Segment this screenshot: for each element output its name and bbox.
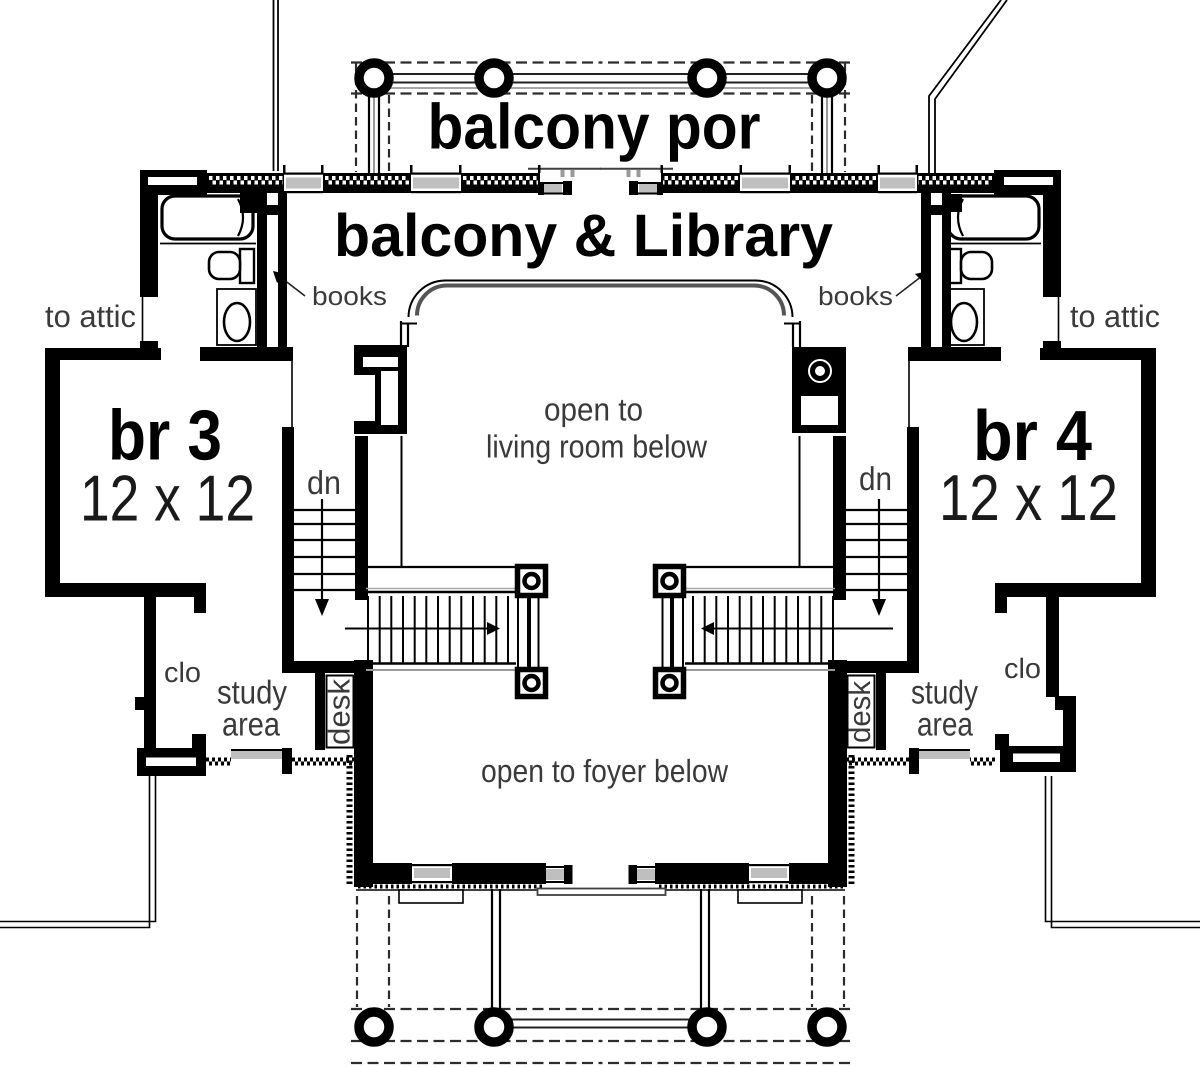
svg-text:12 x 12: 12 x 12 — [80, 462, 255, 535]
svg-text:area: area — [222, 706, 281, 743]
svg-text:desk: desk — [844, 680, 877, 743]
svg-text:open to foyer below: open to foyer below — [481, 753, 729, 789]
svg-text:books: books — [312, 281, 387, 311]
svg-text:dn: dn — [307, 464, 341, 501]
svg-text:clo: clo — [1004, 653, 1041, 684]
svg-text:open to: open to — [544, 392, 643, 428]
svg-text:area: area — [917, 706, 974, 743]
svg-text:12 x 12: 12 x 12 — [939, 461, 1118, 534]
svg-text:living room below: living room below — [486, 429, 708, 465]
svg-text:balcony & Library: balcony & Library — [334, 202, 834, 269]
svg-text:to attic: to attic — [45, 299, 136, 334]
svg-text:to attic: to attic — [1070, 299, 1160, 334]
svg-text:desk: desk — [324, 678, 357, 745]
svg-text:study: study — [911, 674, 978, 711]
svg-text:clo: clo — [164, 657, 201, 688]
svg-text:br 4: br 4 — [973, 397, 1092, 476]
svg-text:br 3: br 3 — [108, 397, 222, 476]
svg-text:dn: dn — [859, 460, 892, 497]
svg-text:books: books — [818, 281, 893, 311]
svg-text:balcony por: balcony por — [428, 91, 761, 163]
svg-text:study: study — [217, 674, 287, 711]
